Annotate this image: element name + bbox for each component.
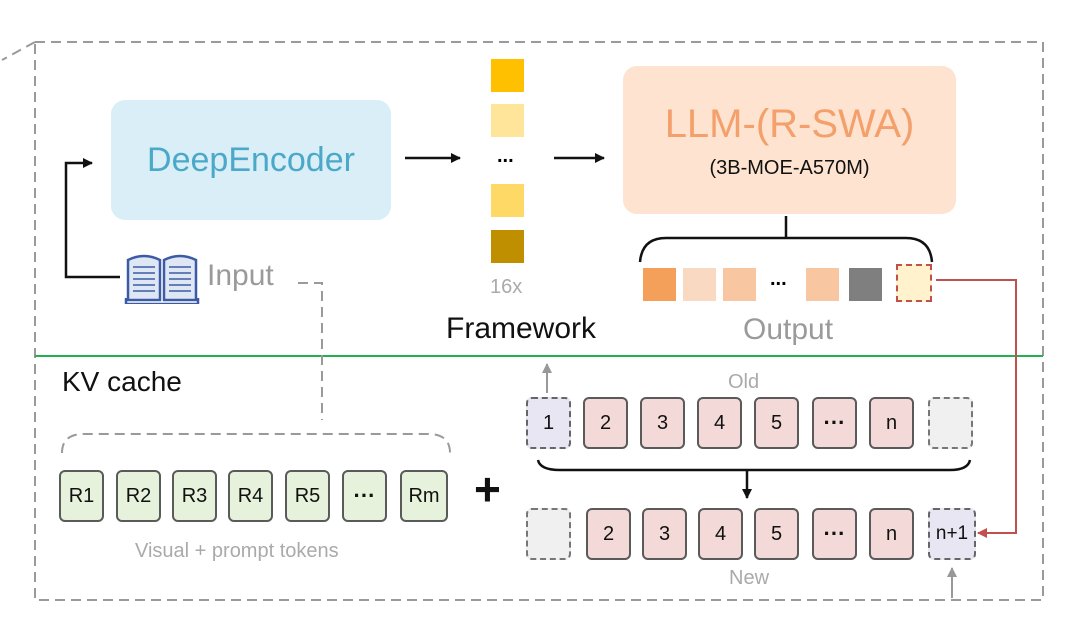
old-token: 4 (697, 397, 742, 449)
llm-subtitle: (3B-MOE-A570M) (709, 156, 870, 179)
new-token: n (869, 508, 914, 560)
prompt-token: Rm (400, 470, 448, 522)
kv-cache-label: KV cache (62, 366, 182, 397)
vision-token (491, 59, 524, 92)
output-token (806, 268, 839, 301)
plus-sign: + (474, 463, 501, 515)
outer-frame (34, 41, 1044, 601)
output-token (643, 268, 676, 301)
outer-frame-tail (1, 41, 36, 61)
new-token: 3 (642, 508, 687, 560)
input-to-prompt-dashed (298, 282, 323, 420)
prompt-token: R3 (172, 470, 217, 522)
new-row-label: New (729, 567, 770, 589)
llm-title: LLM-(R-SWA) (664, 101, 915, 146)
prompt-token: R1 (59, 470, 104, 522)
prompt-token: R5 (285, 470, 330, 522)
deep-encoder-box: DeepEncoder (111, 100, 391, 220)
old-token: n (869, 397, 914, 449)
output-token (849, 268, 882, 301)
prompt-token: ··· (342, 470, 387, 522)
prompt-dashed-brace (61, 433, 451, 454)
old-row-label: Old (728, 371, 760, 393)
output-token-new (896, 264, 932, 302)
vision-token-ellipsis: ... (497, 145, 514, 167)
deep-encoder-label: DeepEncoder (147, 140, 355, 179)
vision-token (491, 184, 524, 217)
old-token: 1 (526, 397, 571, 449)
old-token: 5 (754, 397, 799, 449)
vision-token (491, 230, 524, 263)
old-token: 2 (583, 397, 628, 449)
vision-token-count: 16x (490, 276, 523, 298)
book-icon (124, 254, 200, 304)
feedback-arrow (936, 279, 1017, 538)
new-token: ··· (812, 508, 857, 560)
output-token (723, 268, 756, 301)
output-token (683, 268, 716, 301)
output-label: Output (743, 313, 834, 346)
prompt-tokens-caption: Visual + prompt tokens (135, 540, 339, 562)
prompt-token: R2 (116, 470, 161, 522)
old-row-brace (536, 459, 972, 472)
new-token: 2 (586, 508, 631, 560)
old-token: 3 (640, 397, 685, 449)
output-brace (638, 236, 934, 263)
framework-label: Framework (446, 312, 597, 345)
old-token: ··· (812, 397, 857, 449)
output-ellipsis: ... (770, 268, 787, 290)
input-loop-arrow (64, 158, 120, 279)
vision-token (491, 104, 524, 137)
new-token: 5 (754, 508, 799, 560)
new-token: 4 (698, 508, 743, 560)
llm-box: LLM-(R-SWA) (3B-MOE-A570M) (623, 66, 956, 214)
new-token-appended: n+1 (928, 508, 976, 560)
input-label: Input (207, 259, 274, 292)
prompt-token: R4 (228, 470, 273, 522)
old-token-empty (928, 397, 973, 449)
new-token-empty (526, 508, 571, 560)
